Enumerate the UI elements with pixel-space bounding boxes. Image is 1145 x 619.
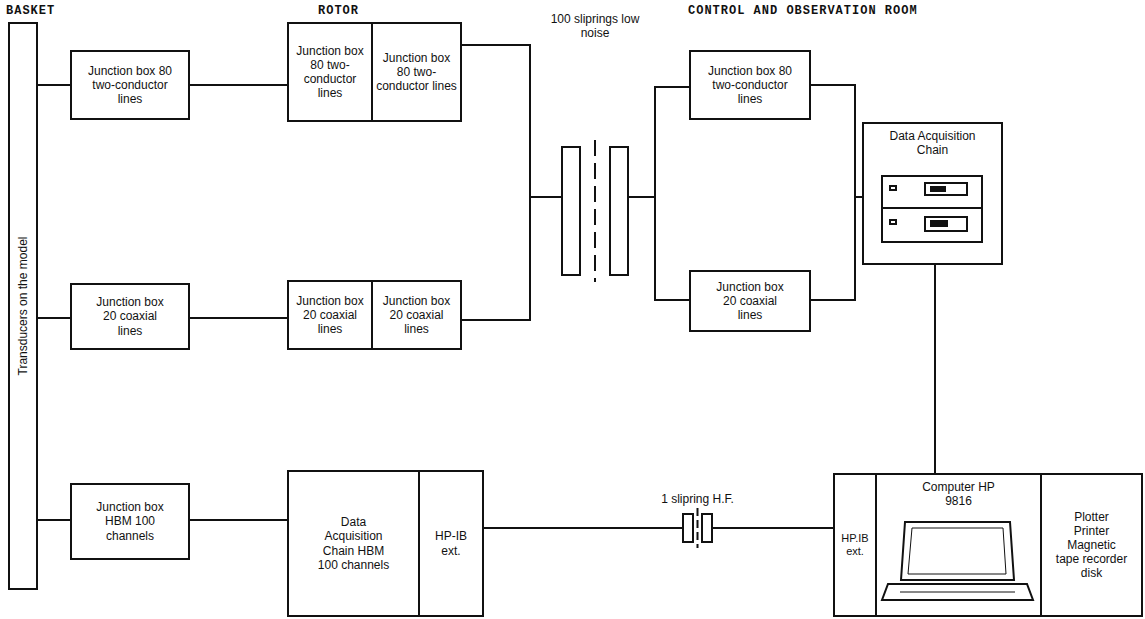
box-label: Data Acquisition Chain	[883, 129, 983, 157]
signal-line	[712, 527, 833, 529]
box-label: Junction box 80 two-conductor lines	[84, 64, 176, 106]
box-label: Junction box 20 coaxial lines	[376, 294, 457, 336]
box-label: Junction box 20 coaxial lines	[90, 295, 170, 337]
slipring-symbol	[562, 140, 628, 282]
slipring-assembly: 100 sliprings low noise	[562, 12, 628, 275]
signal-line	[190, 519, 287, 521]
slipring-label: 100 sliprings low noise	[545, 12, 645, 40]
slipring-assembly: 1 slipring H.F.	[683, 492, 712, 544]
junction-box: Junction box 80 two-conductor lines	[371, 22, 462, 122]
junction-box: Junction box 20 coaxial lines	[371, 280, 462, 350]
box-label: Junction box 20 coaxial lines	[292, 294, 368, 336]
box-label: HP.IB ext.	[838, 532, 872, 558]
box-label: Plotter Printer Magnetic tape recorder d…	[1056, 510, 1128, 581]
junction-box: Junction box 80 two-conductor lines	[689, 50, 811, 120]
signal-line	[38, 84, 70, 86]
slipring-label: 1 slipring H.F.	[638, 492, 758, 506]
signal-line	[190, 317, 287, 319]
peripherals-box: Plotter Printer Magnetic tape recorder d…	[1040, 473, 1143, 617]
slipring-symbol	[683, 508, 712, 548]
box-label: Junction box HBM 100 channels	[90, 500, 170, 542]
equipment-icon	[882, 176, 982, 242]
signal-line	[628, 197, 689, 300]
column-heading: CONTROL AND OBSERVATION ROOM	[688, 4, 918, 18]
signal-line	[38, 317, 70, 319]
junction-box: Junction box 80 two-conductor lines	[70, 50, 190, 120]
signal-line	[462, 197, 562, 320]
transducer-bar: Transducers on the model	[8, 22, 38, 590]
column-heading: ROTOR	[318, 4, 359, 18]
interface-box: HP.IB ext.	[833, 473, 877, 617]
signal-line	[628, 87, 689, 197]
signal-line	[484, 527, 683, 529]
signal-line	[190, 84, 287, 86]
junction-box: Junction box HBM 100 channels	[70, 483, 190, 560]
junction-box: Junction box 20 coaxial lines	[287, 280, 373, 350]
junction-box: Junction box 20 coaxial lines	[70, 283, 190, 350]
box-label: Junction box 80 two-conductor lines	[376, 51, 457, 93]
interface-box: HP-IB ext.	[418, 470, 484, 617]
box-label: Computer HP 9816	[918, 480, 1000, 508]
box-label: HP-IB ext.	[430, 529, 472, 557]
box-label: Junction box 20 coaxial lines	[710, 280, 790, 322]
box-label: Data Acquisition Chain HBM 100 channels	[313, 515, 395, 572]
box-label: Junction box 80 two-conductor lines	[292, 44, 368, 101]
column-heading: BASKET	[6, 4, 55, 18]
box-label: Transducers on the model	[16, 237, 30, 376]
box-label: Junction box 80 two-conductor lines	[704, 64, 796, 106]
signal-line	[38, 519, 70, 521]
junction-box: Junction box 20 coaxial lines	[689, 270, 811, 332]
computer-icon	[882, 522, 1033, 600]
acquisition-chain: Data Acquisition Chain HBM 100 channels	[287, 470, 420, 617]
signal-line	[462, 45, 562, 197]
signal-line	[811, 85, 862, 197]
signal-line	[811, 197, 862, 300]
acquisition-chain: Data Acquisition Chain	[862, 122, 1003, 265]
computer-box: Computer HP 9816	[875, 473, 1042, 617]
signal-line	[934, 265, 936, 473]
junction-box: Junction box 80 two-conductor lines	[287, 22, 373, 122]
